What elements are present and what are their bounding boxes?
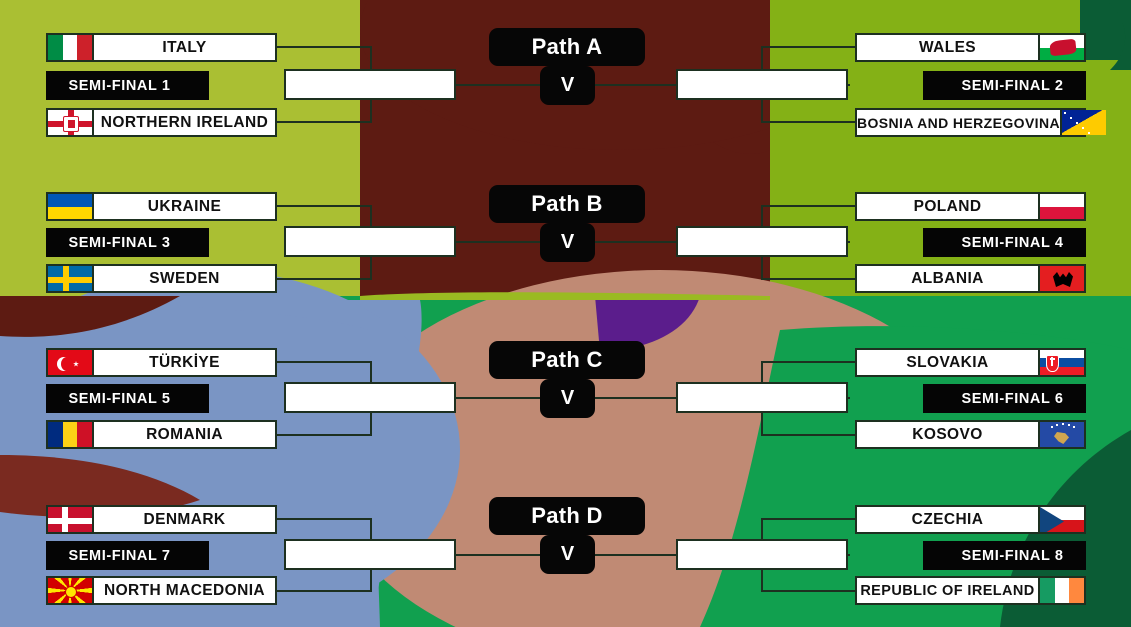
semifinal-label: SEMI-FINAL 4: [961, 234, 1064, 251]
flag-sweden: [48, 266, 94, 291]
versus-label: V: [560, 387, 575, 409]
flag-republic-of-ireland: [1038, 578, 1084, 603]
team-box-romania[interactable]: ROMANIA: [46, 420, 277, 449]
team-name: POLAND: [913, 197, 982, 215]
versus-label: V: [560, 543, 575, 565]
semifinal-label: SEMI-FINAL 6: [961, 390, 1064, 407]
team-box-czechia[interactable]: CZECHIA: [855, 505, 1086, 534]
flag-wales: [1038, 35, 1084, 60]
semifinal-label: SEMI-FINAL 7: [68, 547, 171, 564]
semifinal-box-4: SEMI-FINAL 4: [923, 228, 1086, 257]
path-badge-d: Path D: [489, 497, 645, 535]
team-box-sweden[interactable]: SWEDEN: [46, 264, 277, 293]
winner-box-semifinal-3[interactable]: [284, 226, 456, 257]
flag-slovakia: [1038, 350, 1084, 375]
team-box-albania[interactable]: ALBANIA: [855, 264, 1086, 293]
flag-poland: [1038, 194, 1084, 219]
team-name: UKRAINE: [147, 197, 222, 215]
semifinal-box-7: SEMI-FINAL 7: [46, 541, 209, 570]
path-badge-c: Path C: [489, 341, 645, 379]
semifinal-box-6: SEMI-FINAL 6: [923, 384, 1086, 413]
winner-box-semifinal-8[interactable]: [676, 539, 848, 570]
semifinal-label: SEMI-FINAL 2: [961, 77, 1064, 94]
semifinal-box-5: SEMI-FINAL 5: [46, 384, 209, 413]
semifinal-box-1: SEMI-FINAL 1: [46, 71, 209, 100]
team-box-turkiye[interactable]: TÜRKİYE: [46, 348, 277, 377]
flag-czechia: [1038, 507, 1084, 532]
semifinal-label: SEMI-FINAL 5: [68, 390, 171, 407]
semifinal-label: SEMI-FINAL 3: [68, 234, 171, 251]
team-name: ITALY: [162, 38, 207, 56]
team-name: NORTHERN IRELAND: [100, 113, 269, 131]
versus-badge-d: V: [540, 535, 595, 574]
winner-box-semifinal-5[interactable]: [284, 382, 456, 413]
team-box-bosnia-and-herzegovina[interactable]: BOSNIA AND HERZEGOVINA: [855, 108, 1106, 137]
team-box-wales[interactable]: WALES: [855, 33, 1086, 62]
flag-bosnia-and-herzegovina: [1060, 110, 1106, 135]
flag-italy: [48, 35, 94, 60]
team-name: BOSNIA AND HERZEGOVINA: [857, 114, 1060, 131]
path-label: Path A: [531, 34, 603, 59]
versus-label: V: [560, 231, 575, 253]
path-label: Path D: [531, 503, 603, 528]
team-name: ALBANIA: [911, 269, 984, 287]
flag-north-macedonia: [48, 578, 94, 603]
team-name: NORTH MACEDONIA: [104, 581, 265, 599]
semifinal-label: SEMI-FINAL 8: [961, 547, 1064, 564]
team-box-poland[interactable]: POLAND: [855, 192, 1086, 221]
versus-badge-b: V: [540, 223, 595, 262]
team-name: KOSOVO: [912, 425, 983, 443]
versus-badge-a: V: [540, 66, 595, 105]
flag-northern-ireland: [48, 110, 94, 135]
team-name: ROMANIA: [146, 425, 223, 443]
flag-turkiye: [48, 350, 94, 375]
team-box-northern-ireland[interactable]: NORTHERN IRELAND: [46, 108, 277, 137]
team-name: SWEDEN: [149, 269, 220, 287]
team-box-kosovo[interactable]: KOSOVO: [855, 420, 1086, 449]
team-box-italy[interactable]: ITALY: [46, 33, 277, 62]
winner-box-semifinal-7[interactable]: [284, 539, 456, 570]
path-badge-a: Path A: [489, 28, 645, 66]
winner-box-semifinal-6[interactable]: [676, 382, 848, 413]
flag-denmark: [48, 507, 94, 532]
team-name: TÜRKİYE: [149, 353, 220, 371]
flag-albania: [1038, 266, 1084, 291]
team-name: CZECHIA: [911, 510, 984, 528]
team-box-ukraine[interactable]: UKRAINE: [46, 192, 277, 221]
semifinal-box-3: SEMI-FINAL 3: [46, 228, 209, 257]
path-label: Path C: [531, 347, 603, 372]
semifinal-box-2: SEMI-FINAL 2: [923, 71, 1086, 100]
flag-ukraine: [48, 194, 94, 219]
team-box-slovakia[interactable]: SLOVAKIA: [855, 348, 1086, 377]
team-box-republic-of-ireland[interactable]: REPUBLIC OF IRELAND: [855, 576, 1086, 605]
winner-box-semifinal-4[interactable]: [676, 226, 848, 257]
winner-box-semifinal-1[interactable]: [284, 69, 456, 100]
path-label: Path B: [531, 191, 603, 216]
path-badge-b: Path B: [489, 185, 645, 223]
semifinal-box-8: SEMI-FINAL 8: [923, 541, 1086, 570]
flag-romania: [48, 422, 94, 447]
flag-kosovo: [1038, 422, 1084, 447]
team-box-north-macedonia[interactable]: NORTH MACEDONIA: [46, 576, 277, 605]
team-name: WALES: [918, 38, 977, 56]
team-name: SLOVAKIA: [906, 353, 989, 371]
winner-box-semifinal-2[interactable]: [676, 69, 848, 100]
team-name: DENMARK: [143, 510, 226, 528]
versus-label: V: [560, 74, 575, 96]
team-box-denmark[interactable]: DENMARK: [46, 505, 277, 534]
team-name: REPUBLIC OF IRELAND: [860, 582, 1035, 599]
versus-badge-c: V: [540, 379, 595, 418]
semifinal-label: SEMI-FINAL 1: [68, 77, 171, 94]
